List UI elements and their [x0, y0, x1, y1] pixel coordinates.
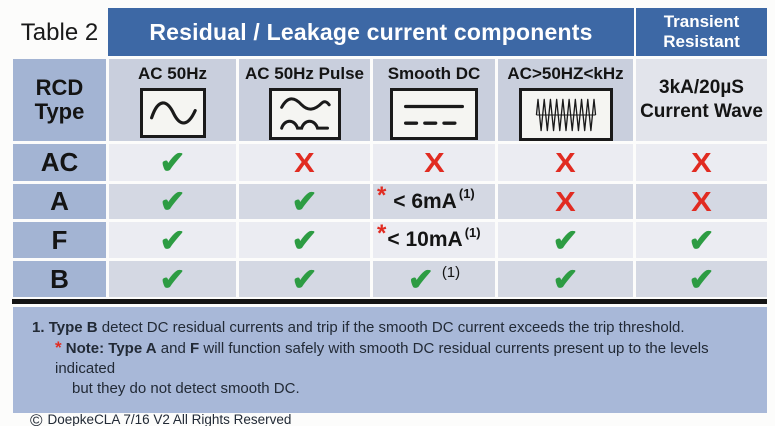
cell-A-1: ✔ [109, 184, 236, 219]
main-header-title: Residual / Leakage current components [149, 18, 593, 45]
copyright-icon: © [30, 410, 43, 426]
copyright-text: DoepkeCLA 7/16 V2 All Rights Reserved [47, 412, 292, 426]
copyright-line: © DoepkeCLA 7/16 V2 All Rights Reserved [13, 410, 767, 426]
footnotes-panel: 1. Type B detect DC residual currents an… [13, 307, 767, 426]
check-icon: ✔ [688, 261, 715, 297]
column-header-pulse: AC 50Hz Pulse [239, 59, 370, 141]
cell-B-1: ✔ [109, 261, 236, 297]
cell-A-2: ✔ [239, 184, 370, 219]
note-bold-2: F [190, 340, 200, 357]
column-header-transient: 3kA/20µS Current Wave [636, 59, 767, 141]
footnote-ref: (1) [464, 224, 481, 240]
footnote-1-bold: Type B [48, 319, 98, 336]
row-label-A: A [13, 184, 106, 219]
check-icon: ✔ [159, 222, 186, 258]
asterisk-icon: * [55, 338, 62, 357]
transient-header-line1: Transient [663, 12, 740, 32]
footnote-asterisk-note: * Note: Type A and F will function safel… [13, 338, 767, 379]
rcd-type-header-cell: RCD Type [13, 59, 106, 141]
check-icon: ✔ [291, 222, 318, 258]
row-label-F: F [13, 222, 106, 258]
footnote-note-line2: but they do not detect smooth DC. [72, 380, 300, 397]
cross-icon: X [555, 185, 576, 217]
divider-line [12, 299, 767, 304]
cross-icon: X [294, 146, 315, 178]
check-icon: ✔ [159, 261, 186, 297]
cross-icon: X [691, 185, 712, 217]
rcd-comparison-table: RCD Type AC 50Hz AC 50Hz Pulse Smooth DC [13, 59, 767, 297]
column-header-smooth-dc: Smooth DC [373, 59, 495, 141]
check-icon: ✔ [291, 184, 318, 219]
pulse-label: AC 50Hz Pulse [244, 64, 365, 83]
transient-col-line2: Current Wave [640, 101, 763, 122]
cell-AC-4: X [498, 144, 633, 181]
check-icon: ✔ [552, 261, 579, 297]
limit-value: < 10mA [387, 228, 463, 251]
check-icon: ✔ [688, 222, 715, 258]
cell-AC-1: ✔ [109, 144, 236, 181]
smooth-dc-label: Smooth DC [387, 64, 481, 83]
pulsating-wave-icon [268, 88, 341, 140]
transient-header-bar: Transient Resistant [636, 8, 767, 56]
check-icon: ✔ [407, 261, 434, 297]
cell-AC-3: X [373, 144, 495, 181]
cell-F-4: ✔ [498, 222, 633, 258]
asterisk-icon: * [377, 220, 387, 247]
cell-A-4: X [498, 184, 633, 219]
check-icon: ✔ [159, 145, 186, 180]
cell-F-2: ✔ [239, 222, 370, 258]
check-icon: ✔ [291, 261, 318, 297]
cell-F-1: ✔ [109, 222, 236, 258]
cross-icon: X [423, 146, 445, 178]
asterisk-icon: * [377, 182, 387, 209]
column-header-high-freq: AC>50HZ<kHz [498, 59, 633, 141]
cell-B-4: ✔ [498, 261, 633, 297]
high-frequency-wave-icon [518, 88, 613, 141]
cell-A-5: X [636, 184, 767, 219]
cell-AC-5: X [636, 144, 767, 181]
cell-B-5: ✔ [636, 261, 767, 297]
row-label-B: B [13, 261, 106, 297]
cell-F-3: *< 10mA(1) [373, 222, 495, 258]
ac50-label: AC 50Hz [138, 64, 207, 83]
note-mid: and [156, 340, 191, 357]
cell-B-2: ✔ [239, 261, 370, 297]
smooth-dc-lines-icon [390, 88, 478, 140]
note-bold-1: Note: Type A [65, 340, 157, 357]
limit-value: < 6mA [393, 189, 457, 213]
footnote-ref: (1) [441, 263, 461, 281]
cell-AC-2: X [239, 144, 370, 181]
footnote-1-number: 1. [32, 319, 45, 336]
row-label-AC: AC [13, 144, 106, 181]
cross-icon: X [555, 146, 576, 178]
transient-col-line1: 3kA/20µS [659, 77, 744, 99]
check-icon: ✔ [159, 184, 186, 219]
check-icon: ✔ [552, 222, 579, 258]
cell-A-3: *< 6mA(1) [373, 184, 495, 219]
sine-wave-icon [139, 88, 206, 138]
note-rest: will function safely with smooth DC resi… [55, 340, 709, 377]
main-header-bar: Residual / Leakage current components [108, 8, 634, 56]
footnote-ref: (1) [458, 186, 475, 201]
table-number-label: Table 2 [20, 18, 99, 46]
footnote-1-text: detect DC residual currents and trip if … [97, 319, 685, 336]
cell-B-3: ✔ (1) [373, 261, 495, 297]
cell-F-5: ✔ [636, 222, 767, 258]
cross-icon: X [691, 146, 712, 178]
rcd-header-line2: Type [34, 99, 85, 124]
transient-header-line2: Resistant [663, 32, 740, 51]
footnote-1: 1. Type B detect DC residual currents an… [13, 307, 767, 338]
rcd-header-line1: RCD [35, 74, 84, 100]
high-freq-label: AC>50HZ<kHz [507, 64, 624, 83]
column-header-ac50: AC 50Hz [109, 59, 236, 141]
